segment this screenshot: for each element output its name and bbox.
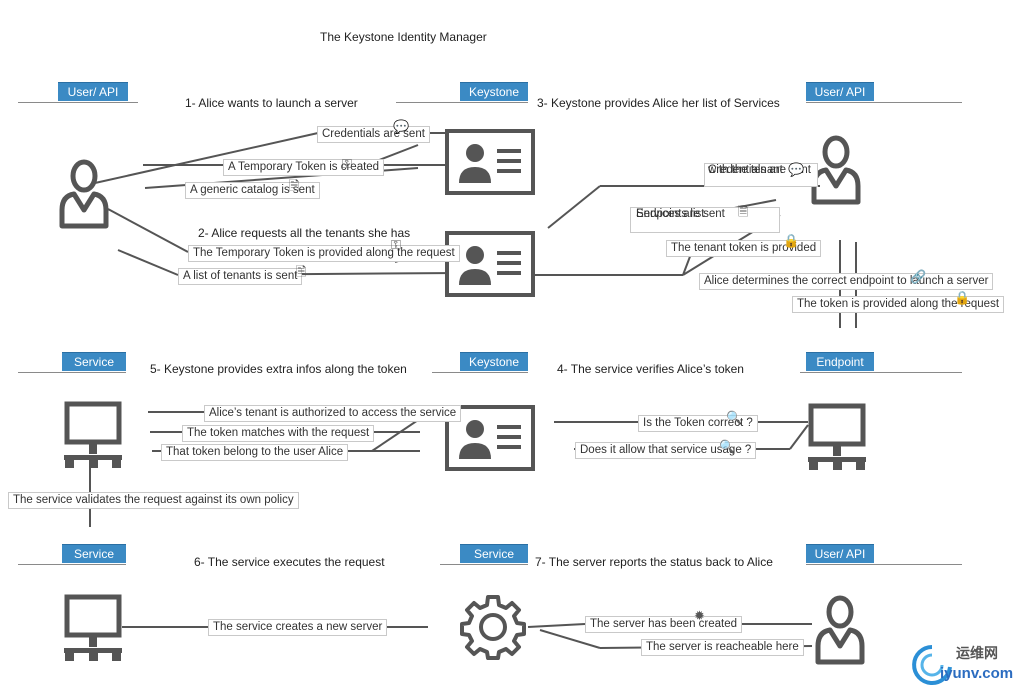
header-keystone: Keystone bbox=[460, 352, 528, 371]
diagram-title: The Keystone Identity Manager bbox=[320, 30, 487, 44]
header-endpoint: Endpoint bbox=[806, 352, 874, 371]
computer-icon bbox=[808, 403, 866, 470]
watermark: 运维网 iyunv.com bbox=[910, 641, 1018, 689]
label-temp-token-created: A Temporary Token is created bbox=[223, 159, 385, 176]
separator-line bbox=[18, 372, 126, 373]
label-tenant-token-provided: The tenant token is provided bbox=[666, 240, 822, 257]
speech-bubble-icon: 💬 bbox=[393, 119, 410, 134]
magnifier-icon: 🔍 bbox=[726, 410, 743, 425]
step-2-label: 2- Alice requests all the tenants she ha… bbox=[198, 226, 411, 240]
key-icon: ⚿ bbox=[391, 237, 401, 252]
label-temp-token-provided: The Temporary Token is provided along th… bbox=[188, 245, 460, 262]
label-box-overlap bbox=[704, 163, 818, 187]
step-1-label: 1- Alice wants to launch a server bbox=[185, 96, 358, 110]
label-service-creates: The service creates a new server bbox=[208, 619, 388, 636]
lock-icon: 🔒 bbox=[783, 233, 800, 248]
label-box-overlap bbox=[630, 207, 780, 233]
header-keystone: Keystone bbox=[460, 82, 528, 101]
step-5-label: 5- Keystone provides extra infos along t… bbox=[150, 362, 407, 376]
label-token-matches: The token matches with the request bbox=[182, 425, 375, 442]
label-tenant-authorized: Alice’s tenant is authorized to access t… bbox=[204, 405, 462, 422]
link-icon: 🔗 bbox=[910, 269, 927, 284]
label-token-provided-along: The token is provided along the request bbox=[792, 296, 1005, 313]
label-with-tenant-overlap: with the tenant bbox=[708, 164, 783, 176]
label-server-created: The server has been created bbox=[585, 616, 743, 633]
label-credentials-overlap: Credentials are sent bbox=[708, 164, 811, 176]
step-3-label: 3- Keystone provides Alice her list of S… bbox=[537, 96, 780, 110]
document-icon: 🗎 bbox=[738, 204, 749, 219]
separator-line bbox=[800, 372, 962, 373]
separator-line bbox=[18, 564, 126, 565]
label-allow-service-usage: Does it allow that service usage ? bbox=[575, 442, 757, 459]
watermark-text-cn: 运维网 bbox=[956, 645, 998, 661]
lock-icon: 🔒 bbox=[954, 290, 971, 305]
label-endpoints-overlap: Endpoints list bbox=[636, 208, 705, 220]
document-icon: 🗎 bbox=[296, 264, 307, 279]
header-user-api: User/ API bbox=[806, 82, 874, 101]
label-token-correct: Is the Token correct ? bbox=[638, 415, 758, 432]
label-service-validates: The service validates the request agains… bbox=[8, 492, 299, 509]
header-service: Service bbox=[62, 544, 126, 563]
label-server-reachable: The server is reacheable here bbox=[641, 639, 804, 656]
label-alice-determines: Alice determines the correct endpoint to… bbox=[699, 273, 994, 290]
burst-icon: ✹ bbox=[694, 608, 705, 623]
label-services-overlap: Services are sent bbox=[636, 208, 725, 220]
separator-line bbox=[806, 102, 962, 103]
header-user-api: User/ API bbox=[58, 82, 128, 101]
watermark-text-url: iyunv.com bbox=[940, 665, 1014, 682]
label-generic-catalog-sent: A generic catalog is sent bbox=[185, 182, 320, 199]
id-card-icon bbox=[445, 129, 535, 195]
id-card-icon bbox=[445, 405, 535, 471]
separator-line bbox=[440, 564, 528, 565]
computer-icon bbox=[64, 401, 122, 468]
header-user-api: User/ API bbox=[806, 544, 874, 563]
separator-line bbox=[396, 102, 528, 103]
separator-line bbox=[18, 102, 138, 103]
computer-icon bbox=[64, 594, 122, 661]
step-7-label: 7- The server reports the status back to… bbox=[535, 555, 773, 569]
speech-bubble-icon: 💬 bbox=[788, 162, 805, 177]
separator-line bbox=[806, 564, 962, 565]
user-icon bbox=[815, 595, 865, 665]
label-credentials-sent: Credentials are sent bbox=[317, 126, 430, 143]
document-icon: 🗎 bbox=[289, 178, 300, 193]
id-card-icon bbox=[445, 231, 535, 297]
header-service: Service bbox=[460, 544, 528, 563]
magnifier-icon: 🔍 bbox=[719, 439, 736, 454]
gear-icon bbox=[460, 595, 526, 660]
key-icon: ⚿ bbox=[342, 156, 352, 171]
label-token-belongs: That token belong to the user Alice bbox=[161, 444, 349, 461]
step-6-label: 6- The service executes the request bbox=[194, 555, 385, 569]
step-4-label: 4- The service verifies Alice’s token bbox=[557, 362, 744, 376]
header-service: Service bbox=[62, 352, 126, 371]
label-tenants-list-sent: A list of tenants is sent bbox=[178, 268, 303, 285]
user-icon bbox=[59, 159, 109, 229]
separator-line bbox=[432, 372, 528, 373]
watermark-logo-icon bbox=[912, 645, 952, 685]
